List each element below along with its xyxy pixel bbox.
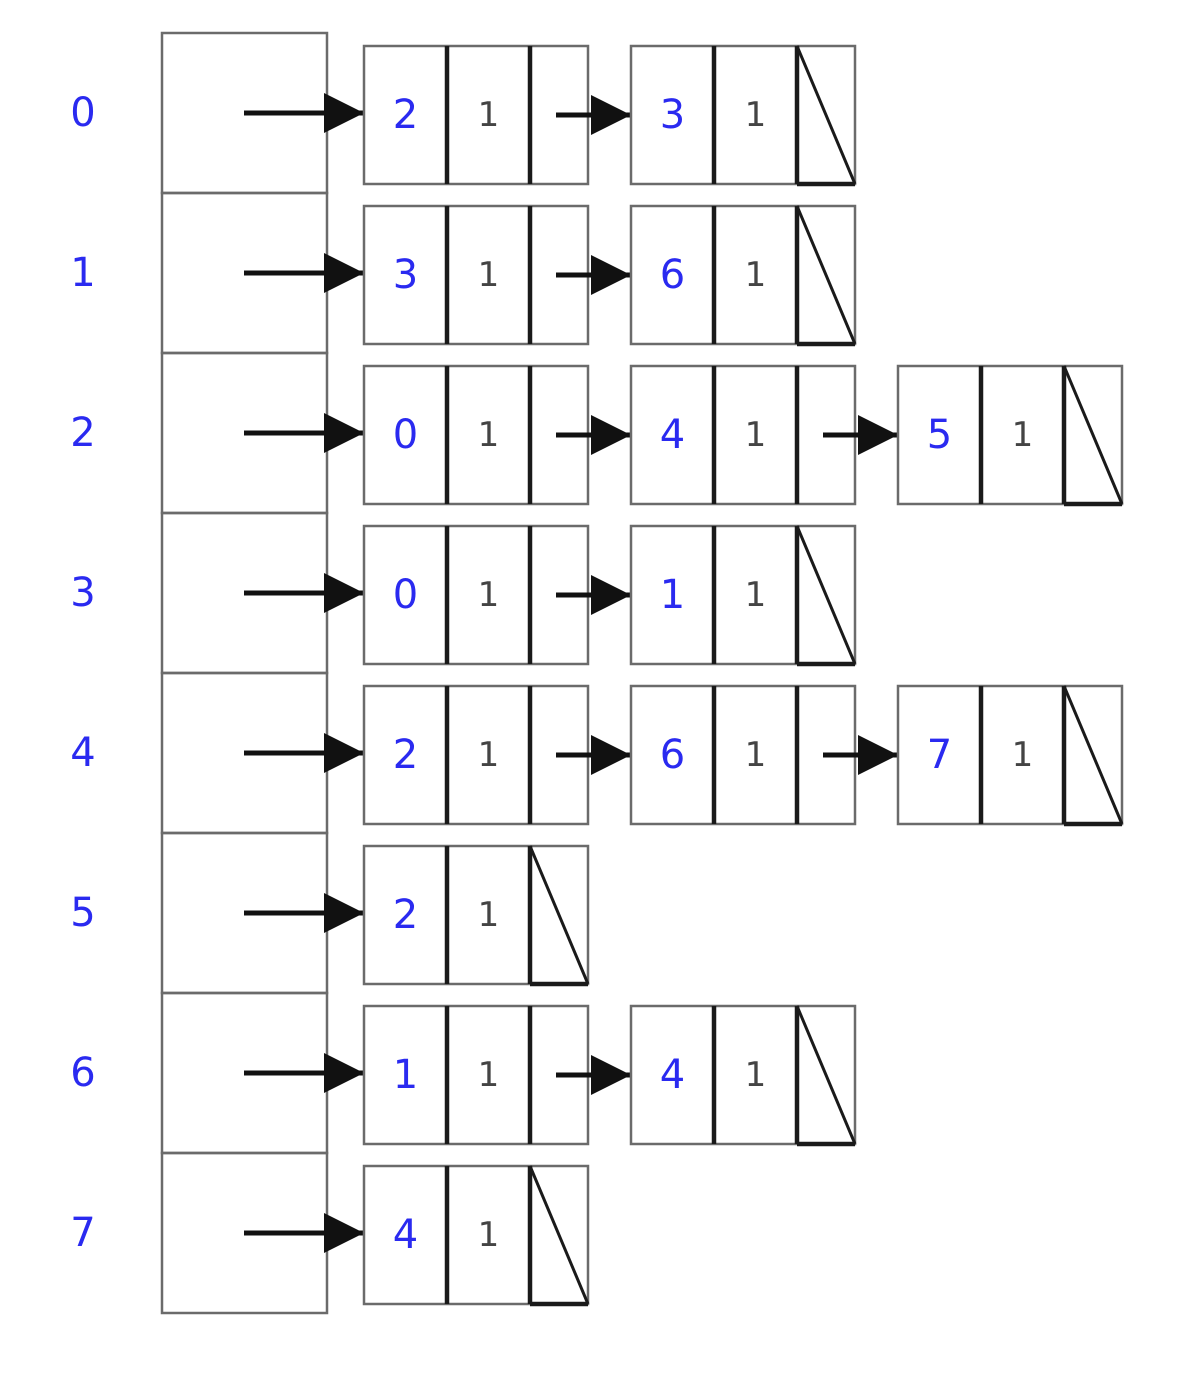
- null-pointer-slash: [528, 845, 590, 985]
- null-pointer-slash: [795, 205, 857, 345]
- vertex-index-label: 1: [70, 250, 95, 296]
- node-vertex-value: 6: [660, 732, 685, 778]
- node-weight-value: 1: [478, 255, 500, 295]
- node-weight-value: 1: [745, 575, 767, 615]
- node-vertex-value: 4: [393, 1212, 418, 1258]
- null-pointer-slash: [795, 525, 857, 665]
- node-weight-value: 1: [478, 575, 500, 615]
- vertex-index-label: 5: [70, 890, 95, 936]
- node-box: [629, 524, 857, 666]
- node-box: [362, 1164, 590, 1306]
- node-box: [629, 204, 857, 346]
- null-pointer-slash: [1062, 365, 1124, 505]
- node-box: [896, 684, 1124, 826]
- node-weight-value: 1: [745, 1055, 767, 1095]
- node-weight-value: 1: [1012, 415, 1034, 455]
- null-pointer-slash: [528, 1165, 590, 1305]
- null-pointer-slash: [1062, 685, 1124, 825]
- node-weight-value: 1: [478, 1055, 500, 1095]
- null-pointer-slash: [795, 1005, 857, 1145]
- node-vertex-value: 5: [927, 412, 952, 458]
- node-weight-value: 1: [745, 735, 767, 775]
- vertex-index-label: 3: [70, 570, 95, 616]
- node-vertex-value: 7: [927, 732, 952, 778]
- node-weight-value: 1: [1012, 735, 1034, 775]
- node-box: [629, 1004, 857, 1146]
- node-vertex-value: 2: [393, 732, 418, 778]
- node-vertex-value: 3: [393, 252, 418, 298]
- node-weight-value: 1: [478, 1215, 500, 1255]
- node-vertex-value: 2: [393, 892, 418, 938]
- node-weight-value: 1: [745, 415, 767, 455]
- node-box: [629, 44, 857, 186]
- node-weight-value: 1: [478, 895, 500, 935]
- node-box: [362, 844, 590, 986]
- vertex-index-label: 0: [70, 90, 95, 136]
- vertex-index-label: 4: [70, 730, 95, 776]
- node-weight-value: 1: [745, 95, 767, 135]
- node-vertex-value: 2: [393, 92, 418, 138]
- node-vertex-value: 3: [660, 92, 685, 138]
- node-vertex-value: 4: [660, 1052, 685, 1098]
- node-vertex-value: 4: [660, 412, 685, 458]
- node-vertex-value: 0: [393, 412, 418, 458]
- vertex-index-label: 6: [70, 1050, 95, 1096]
- node-weight-value: 1: [478, 95, 500, 135]
- node-weight-value: 1: [478, 415, 500, 455]
- node-vertex-value: 1: [660, 572, 685, 618]
- node-box: [896, 364, 1124, 506]
- node-vertex-value: 1: [393, 1052, 418, 1098]
- node-vertex-value: 0: [393, 572, 418, 618]
- node-weight-value: 1: [745, 255, 767, 295]
- node-weight-value: 1: [478, 735, 500, 775]
- null-pointer-slash: [795, 45, 857, 185]
- node-vertex-value: 6: [660, 252, 685, 298]
- vertex-index-label: 2: [70, 410, 95, 456]
- vertex-index-label: 7: [70, 1210, 95, 1256]
